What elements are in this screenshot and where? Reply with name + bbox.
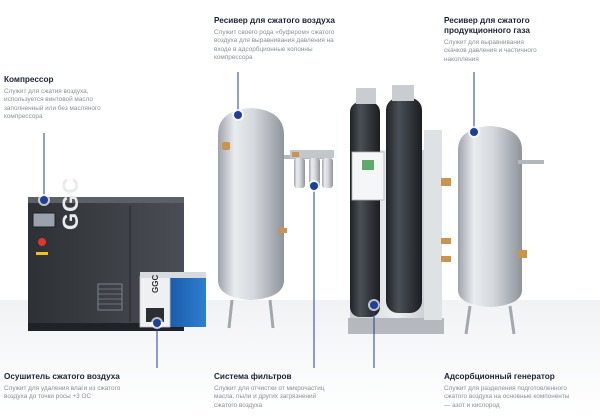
- dryer-logo: GGC: [151, 274, 160, 293]
- dryer-top: [140, 272, 206, 278]
- callout-product-receiver: Ресивер для сжатого продукционного газа …: [444, 16, 594, 64]
- callout-compressor: Компрессор Служит для сжатия воздуха, ис…: [4, 75, 114, 122]
- adsorption-column-left: [350, 102, 380, 317]
- compressor-base: [28, 323, 184, 331]
- air-receiver-valve: [278, 228, 287, 233]
- generator-base: [348, 318, 444, 334]
- callout-product-receiver-text: Служит для выравнивания скачков давления…: [444, 39, 537, 63]
- callout-filters-text: Служит для отчистки от микрочастиц масла…: [214, 385, 325, 409]
- compressor-vent-grille: [97, 283, 123, 311]
- generator-piping: [424, 130, 442, 320]
- product-receiver-valve: [441, 178, 451, 186]
- generator-control-panel: [351, 151, 385, 201]
- column-right-cap: [392, 85, 414, 101]
- air-receiver-shell: [218, 108, 284, 300]
- compressor-display: [32, 212, 56, 228]
- callout-dryer-text: Служит для удаления влаги из сжатого воз…: [4, 385, 121, 401]
- callout-dryer: Осушитель сжатого воздуха Служит для уда…: [4, 372, 164, 402]
- callout-air-receiver-title: Ресивер для сжатого воздуха: [214, 16, 335, 25]
- marker-product-receiver: [470, 128, 478, 136]
- callout-generator-text: Служит для разделения подготовленного сж…: [444, 385, 570, 409]
- dryer-body: [168, 277, 206, 327]
- leader-lines: [43, 72, 475, 368]
- filter-housing-3: [322, 158, 333, 188]
- dryer-unit: [139, 272, 206, 328]
- marker-generator: [370, 301, 378, 309]
- marker-receiver: [234, 111, 242, 119]
- callout-air-receiver-text: Служит своего рода «буфером» сжатого воз…: [214, 29, 335, 62]
- adsorption-generator: [348, 85, 444, 334]
- markers: [38, 109, 480, 329]
- emergency-stop-button: [38, 238, 46, 246]
- compressor-unit: [28, 197, 184, 331]
- warning-sticker: [36, 252, 48, 255]
- callout-compressor-title: Компрессор: [4, 75, 54, 84]
- callout-filters: Система фильтров Служит для отчистки от …: [214, 372, 364, 410]
- callout-filters-title: Система фильтров: [214, 372, 292, 381]
- callout-dryer-title: Осушитель сжатого воздуха: [4, 372, 120, 381]
- callout-adsorption-generator: Адсорбционный генератор Служит для разде…: [444, 372, 600, 410]
- callout-generator-title: Адсорбционный генератор: [444, 372, 555, 381]
- column-left-cap: [356, 88, 376, 104]
- filter-manifold: [290, 150, 334, 158]
- filter-housing-1: [294, 158, 305, 188]
- callout-air-receiver: Ресивер для сжатого воздуха Служит своег…: [214, 16, 374, 63]
- marker-dryer: [153, 319, 161, 327]
- compressor-top-trim: [28, 197, 184, 203]
- marker-filters: [310, 182, 318, 190]
- product-outlet-pipe: [518, 160, 544, 164]
- product-receiver-shell: [458, 126, 522, 307]
- callout-compressor-text: Служит для сжатия воздуха, используется …: [4, 88, 101, 121]
- marker-compressor: [40, 196, 48, 204]
- adsorption-column-right: [386, 98, 422, 313]
- product-gas-receiver-tank: [441, 126, 544, 335]
- callout-product-receiver-title: Ресивер для сжатого продукционного газа: [444, 16, 530, 35]
- air-receiver-gauge: [222, 142, 230, 150]
- generator-display: [362, 160, 374, 170]
- compressor-logo: GGC: [58, 176, 83, 230]
- air-receiver-tank: [218, 108, 329, 329]
